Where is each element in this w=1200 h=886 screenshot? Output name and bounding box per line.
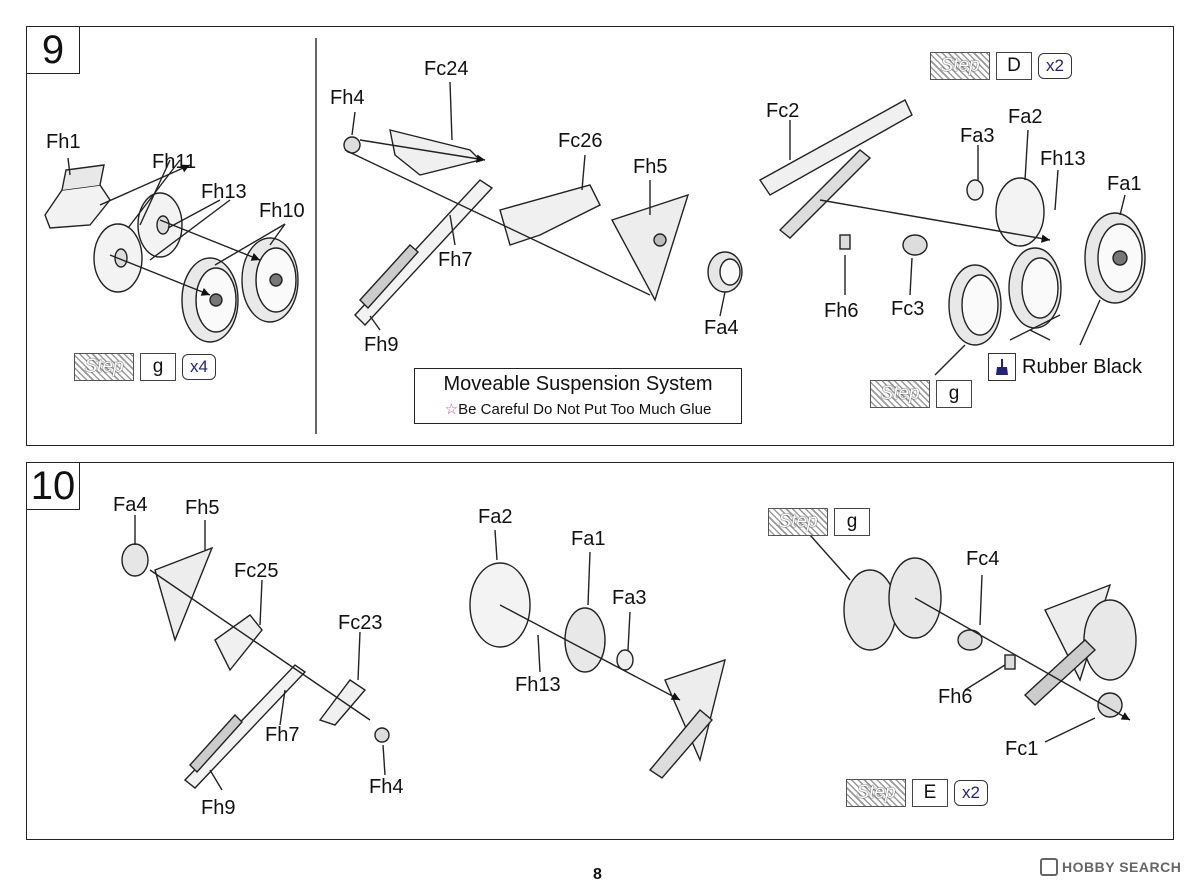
label-fa3: Fa3 — [960, 125, 995, 147]
fa4-roller-part-10 — [121, 543, 149, 577]
label-fa1: Fa1 — [1107, 173, 1142, 195]
step-9-number: 9 — [26, 26, 80, 74]
watermark-logo-icon — [1040, 858, 1058, 876]
label-fc24: Fc24 — [424, 58, 469, 80]
fc2-spring-unit-part — [758, 99, 913, 239]
label-fh5-10: Fh5 — [185, 497, 220, 519]
fa4-roller-part — [707, 251, 743, 293]
label-fh13: Fh13 — [201, 181, 247, 203]
fa3-washer-part-10 — [616, 649, 634, 671]
step-9-right-top-steptag: Step D x2 — [930, 52, 1072, 80]
label-fh6: Fh6 — [824, 300, 859, 322]
label-fh11: Fh11 — [152, 151, 197, 173]
step-multiplier: x2 — [1038, 53, 1072, 79]
label-fh5: Fh5 — [633, 156, 668, 178]
notice-warning: ☆Be Careful Do Not Put Too Much Glue — [415, 400, 741, 418]
page-number: 8 — [593, 866, 602, 883]
label-fc23: Fc23 — [338, 612, 383, 634]
label-fc3: Fc3 — [891, 298, 925, 320]
fc4-hub-part — [957, 629, 983, 651]
suspension-unit-part-10 — [1023, 583, 1137, 706]
label-fa2: Fa2 — [1008, 106, 1043, 128]
label-fh13-right: Fh13 — [1040, 148, 1086, 170]
step-10-right-bottom-steptag: Step E x2 — [846, 779, 988, 807]
fa3-washer-part — [966, 179, 984, 201]
watermark: HOBBY SEARCH — [1040, 858, 1181, 876]
label-fa3-10: Fa3 — [612, 587, 647, 609]
label-fh4-10: Fh4 — [369, 776, 404, 798]
notice-box: Moveable Suspension System ☆Be Careful D… — [414, 368, 742, 424]
rubber-black-note: Rubber Black — [988, 353, 1142, 381]
fc23-arm-part — [318, 679, 367, 726]
fh10-wheel-part-2 — [241, 237, 299, 323]
label-fh10: Fh10 — [259, 200, 305, 222]
label-fc2: Fc2 — [766, 100, 800, 122]
notice-title: Moveable Suspension System — [443, 373, 713, 395]
step-code: g — [936, 380, 972, 408]
step-badge: Step — [846, 779, 906, 807]
fh4-cap-part-10 — [374, 727, 390, 743]
paint-brush-icon — [988, 353, 1016, 381]
label-fa2-10: Fa2 — [478, 506, 513, 528]
label-fh13-10: Fh13 — [515, 674, 561, 696]
fa1-wheel-part-10 — [564, 607, 606, 673]
fh7-rod-part-10 — [183, 664, 307, 789]
fa2-disc-part — [995, 177, 1045, 247]
fh6-pin-part-10 — [1004, 654, 1016, 670]
label-fh7: Fh7 — [438, 249, 473, 271]
fh11-disc-part — [137, 192, 183, 258]
label-fh4: Fh4 — [330, 87, 365, 109]
label-fh6-10: Fh6 — [938, 686, 973, 708]
label-fh9: Fh9 — [364, 334, 399, 356]
fc1-end-part — [1097, 692, 1123, 718]
fh10-wheel-part — [181, 257, 239, 343]
step-10-number: 10 — [26, 462, 80, 510]
fh5-plate-part-10 — [154, 546, 214, 643]
label-fc1: Fc1 — [1005, 738, 1039, 760]
step-multiplier: x2 — [954, 780, 988, 806]
fh7-rod-part — [354, 179, 494, 327]
step-badge: Step — [768, 508, 828, 536]
step-badge: Step — [74, 353, 134, 381]
road-wheel-part-10a — [843, 569, 897, 651]
label-fc26: Fc26 — [558, 130, 603, 152]
step-10-right-top-steptag: Step g — [768, 508, 870, 536]
step-code: E — [912, 779, 948, 807]
label-fh1: Fh1 — [46, 131, 81, 153]
fc25-arm-part — [214, 614, 263, 672]
step-code: g — [834, 508, 870, 536]
fc3-hub-part — [902, 234, 928, 256]
rubber-black-label: Rubber Black — [1022, 355, 1143, 378]
step-badge: Step — [870, 380, 930, 408]
watermark-text: HOBBY SEARCH — [1062, 859, 1182, 875]
label-fc4: Fc4 — [966, 548, 1000, 570]
hull-bracket-part-10 — [648, 658, 726, 779]
road-wheel-part-b — [1008, 247, 1062, 329]
step-9-left-steptag: Step g x4 — [74, 353, 216, 381]
fh1-bracket-part — [44, 164, 111, 229]
label-fh7-10: Fh7 — [265, 724, 300, 746]
fc26-arm-part — [499, 184, 601, 246]
step-code: D — [996, 52, 1032, 80]
step-badge: Step — [930, 52, 990, 80]
step-multiplier: x4 — [182, 354, 216, 380]
label-fa4-10: Fa4 — [113, 494, 148, 516]
fh6-pin-part — [839, 234, 851, 250]
road-wheel-part-a — [948, 264, 1002, 346]
label-fh9-10: Fh9 — [201, 797, 236, 819]
step-9-right-bottom-steptag: Step g — [870, 380, 972, 408]
label-fa4: Fa4 — [704, 317, 739, 339]
step-code: g — [140, 353, 176, 381]
label-fc25: Fc25 — [234, 560, 279, 582]
label-fa1-10: Fa1 — [571, 528, 606, 550]
notice-warning-text: Be Careful Do Not Put Too Much Glue — [458, 401, 712, 418]
star-icon: ☆ — [444, 401, 459, 418]
fa1-wheel-part — [1084, 212, 1146, 304]
